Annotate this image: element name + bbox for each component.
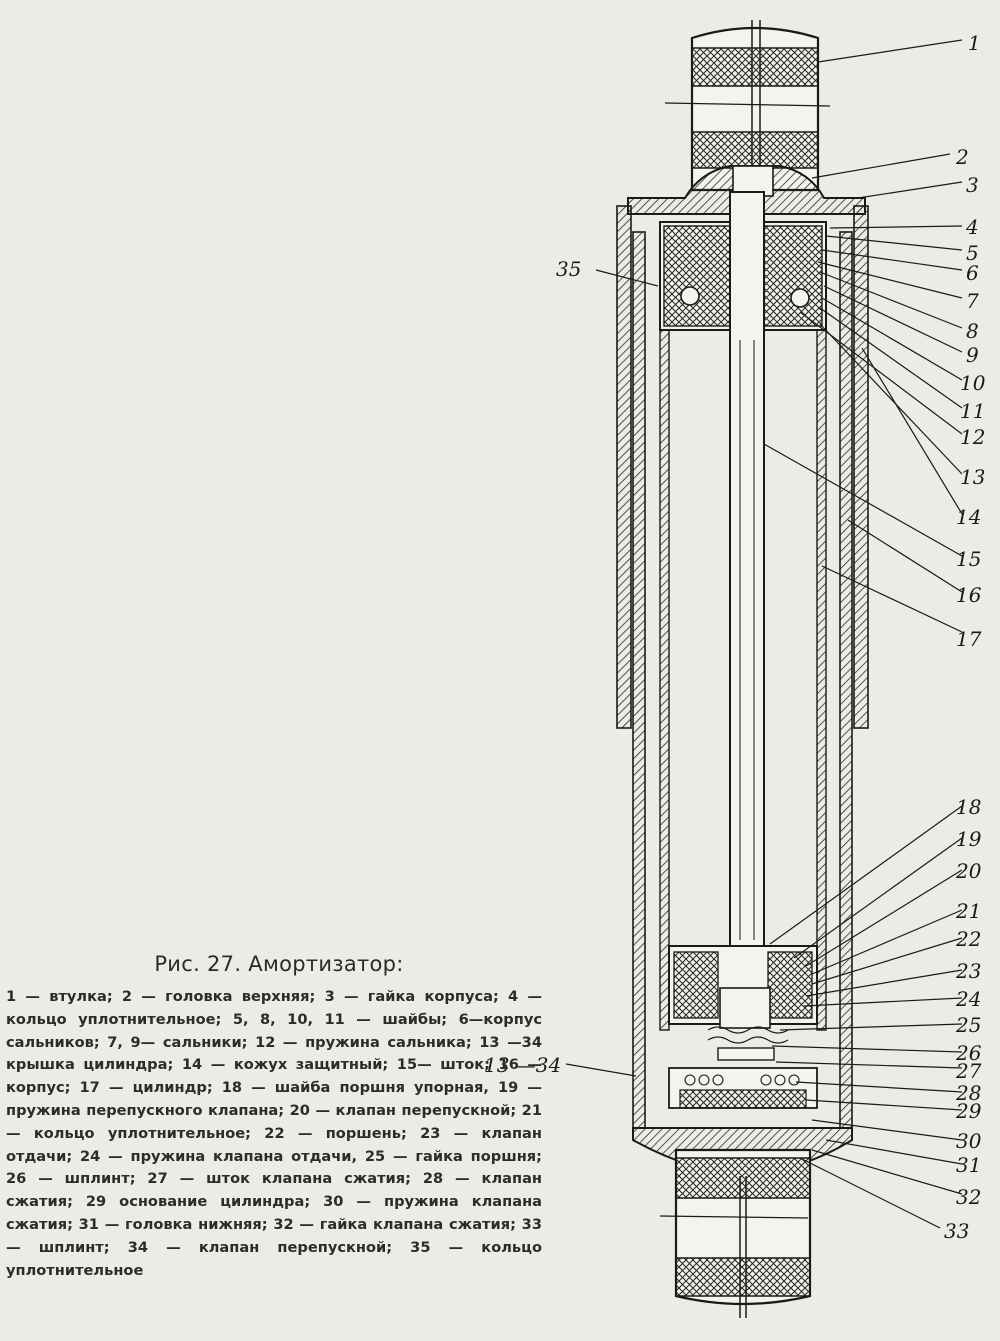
callout-33: 33 [944, 1219, 969, 1243]
leader-lines [565, 39, 963, 1229]
callout-13: 13 [960, 465, 985, 489]
figure-title: Рис. 27. Амортизатор: [154, 952, 404, 976]
callout-10: 10 [960, 371, 986, 395]
callout-24: 24 [955, 987, 981, 1011]
callout-23: 23 [955, 959, 981, 983]
callout-4: 4 [965, 215, 979, 239]
callout-28: 28 [955, 1081, 981, 1105]
callout-16: 16 [956, 583, 982, 607]
upper-bushing [664, 20, 831, 192]
callout-27: 27 [955, 1059, 982, 1083]
figure-caption: Рис. 27. Амортизатор: 1 — втулка; 2 — го… [6, 952, 542, 1282]
lower-bushing [659, 1148, 812, 1318]
callout-15: 15 [956, 547, 981, 571]
body [632, 231, 853, 1129]
callout-8: 8 [966, 319, 979, 343]
callout-26: 26 [955, 1041, 982, 1065]
callout-6: 6 [966, 261, 979, 285]
callout-1: 1 [968, 31, 981, 55]
callout-11: 11 [960, 399, 985, 423]
callout-14: 14 [956, 505, 981, 529]
callout-35: 35 [556, 257, 581, 281]
callout-29: 29 [955, 1099, 982, 1123]
callout-22: 22 [955, 927, 981, 951]
callout-20: 20 [955, 859, 982, 883]
callout-12: 12 [960, 425, 985, 449]
piston-assembly [668, 945, 818, 1061]
callout-labels: 1 2 3 4 5 6 7 8 9 10 11 12 13 14 15 16 1… [484, 31, 986, 1243]
callout-3: 3 [966, 173, 979, 197]
callout-9: 9 [966, 343, 979, 367]
callout-30: 30 [956, 1129, 982, 1153]
figure-legend: 1 — втулка; 2 — головка верхняя; 3 — гай… [6, 988, 542, 1279]
callout-31: 31 [956, 1153, 981, 1177]
callout-2: 2 [955, 145, 969, 169]
callout-19: 19 [956, 827, 982, 851]
protective-cover [616, 205, 869, 729]
callout-18: 18 [956, 795, 981, 819]
callout-32: 32 [956, 1185, 981, 1209]
callout-25: 25 [955, 1013, 981, 1037]
callout-5: 5 [966, 241, 979, 265]
callout-34: 13 —34 [484, 1053, 561, 1077]
piston-rod [729, 191, 765, 983]
callout-21: 21 [955, 899, 981, 923]
cylinder-base [668, 1067, 818, 1109]
callout-17: 17 [956, 627, 982, 651]
callout-7: 7 [966, 289, 979, 313]
